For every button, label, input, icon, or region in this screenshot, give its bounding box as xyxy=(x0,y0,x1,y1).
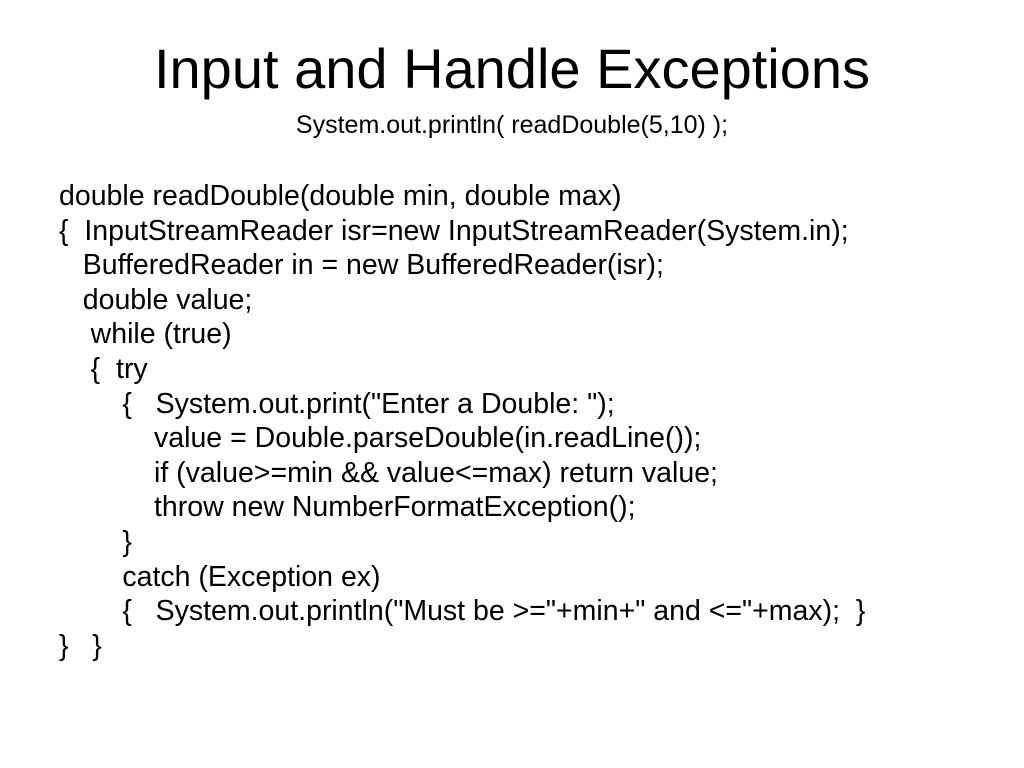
slide-title: Input and Handle Exceptions xyxy=(153,37,871,100)
code-line-print-prompt: { System.out.print("Enter a Double: "); xyxy=(59,387,615,420)
code-line-try: { try xyxy=(59,352,148,385)
code-line-double-value: double value; xyxy=(59,283,253,316)
code-block: double readDouble(double min, double max… xyxy=(59,179,865,663)
code-line-close-brace: } xyxy=(59,525,132,558)
code-line-while: while (true) xyxy=(59,318,232,351)
code-line-if-return: if (value>=min && value<=max) return val… xyxy=(59,456,718,489)
code-line-inputstreamreader: { InputStreamReader isr=new InputStreamR… xyxy=(59,214,849,247)
code-line-method-signature: double readDouble(double min, double max… xyxy=(59,180,622,212)
code-line-catch: catch (Exception ex) xyxy=(59,560,381,593)
code-line-bufferedreader: BufferedReader in = new BufferedReader(i… xyxy=(59,249,664,282)
code-line-final-braces: } } xyxy=(59,629,102,662)
code-line-throw: throw new NumberFormatException(); xyxy=(59,491,636,524)
code-line-parse-double: value = Double.parseDouble(in.readLine()… xyxy=(59,422,702,455)
code-line-println-error: { System.out.println("Must be >="+min+" … xyxy=(59,595,866,628)
slide-subtitle-code: System.out.println( readDouble(5,10) ); xyxy=(295,111,729,139)
